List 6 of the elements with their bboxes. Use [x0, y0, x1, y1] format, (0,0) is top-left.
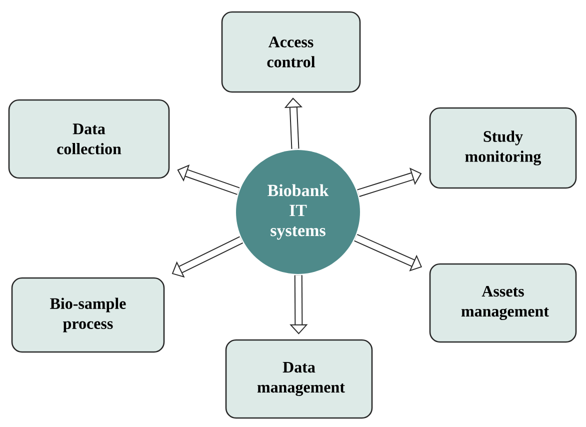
process-box: Data collection: [8, 99, 170, 179]
process-box: Access control: [221, 11, 361, 93]
process-box: Study monitoring: [429, 107, 577, 189]
process-box: Bio-sample process: [11, 277, 165, 353]
process-box: Assets management: [429, 263, 577, 343]
process-box: Data management: [225, 339, 373, 419]
